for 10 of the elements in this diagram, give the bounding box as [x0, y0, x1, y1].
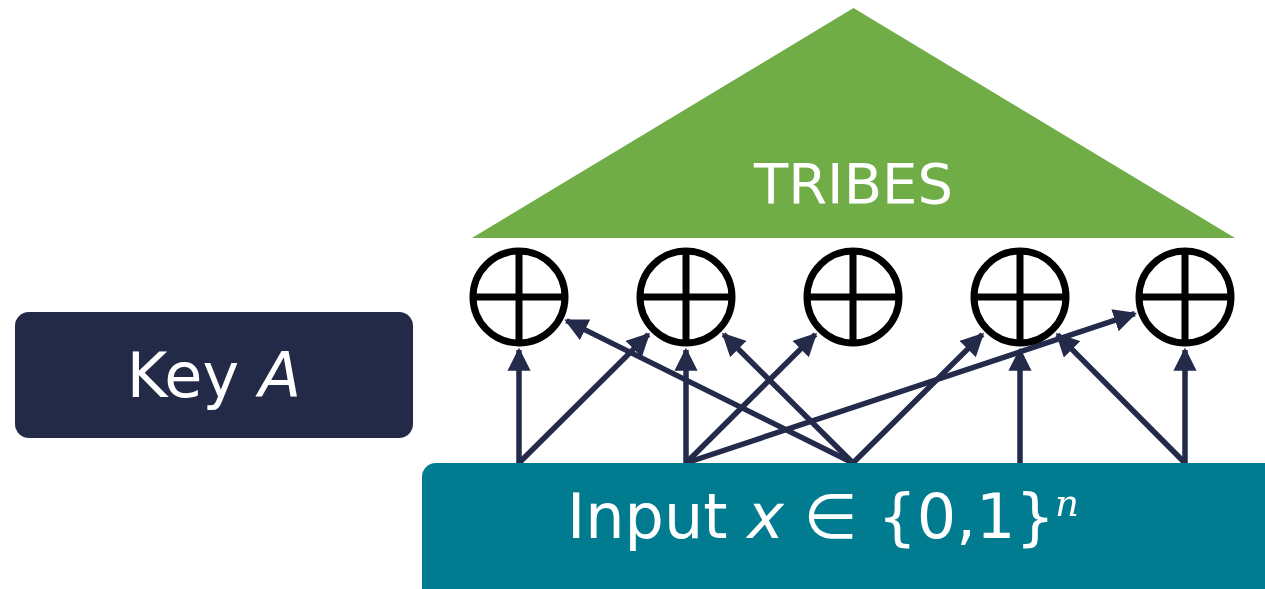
- arrow: [1008, 347, 1032, 463]
- key-box: [15, 312, 413, 438]
- tribes-label: TRIBES: [754, 151, 953, 216]
- key-label: Key A: [126, 338, 302, 412]
- input-label: Input x ∈ {0,1}$^{n}$: [567, 479, 1079, 553]
- arrow: [507, 347, 531, 463]
- input-box: [422, 463, 1265, 589]
- arrow: [674, 347, 698, 463]
- arrow: [851, 332, 985, 465]
- arrow: [1173, 347, 1197, 463]
